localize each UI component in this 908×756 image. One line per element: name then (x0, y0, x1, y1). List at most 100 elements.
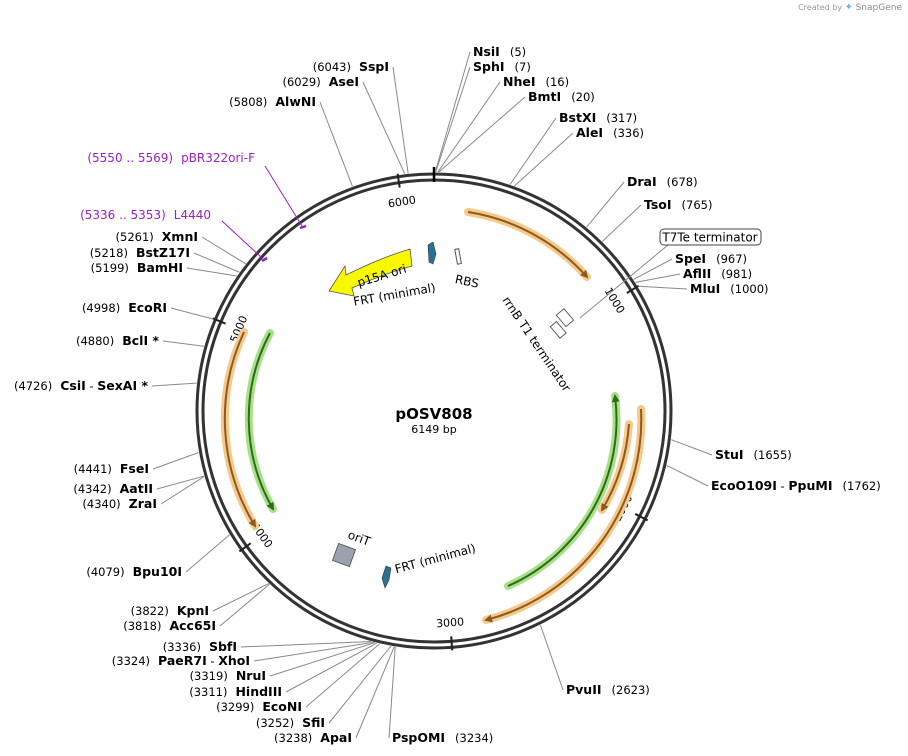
site-pspomi[interactable]: PspOMI(3234) (392, 730, 493, 745)
site-position: (5218) (90, 246, 128, 260)
site-aflii[interactable]: AflII(981) (683, 266, 752, 281)
site-name: KpnI (177, 603, 209, 618)
leader-sphi (435, 66, 471, 173)
site-bamhi[interactable]: (5199)BamHI (91, 260, 183, 275)
site-acc65i[interactable]: (3818)Acc65I (123, 618, 216, 633)
leader-stui (671, 439, 713, 456)
site-bpu10i[interactable]: (4079)Bpu10I (86, 564, 182, 579)
site-position: (4880) (76, 334, 114, 348)
site-position: (5261) (116, 230, 154, 244)
svg-text:BstXI(317): BstXI(317) (559, 110, 637, 125)
leader-hindiii (285, 642, 378, 693)
leader-sfii (328, 645, 392, 724)
site-paer7i[interactable]: (3324)PaeR7I - XhoI (112, 653, 250, 668)
feature-right-green-glow (504, 392, 621, 590)
site-sbfi[interactable]: (3336)SbfI (163, 639, 237, 654)
site-xmni[interactable]: (5261)XmnI (116, 229, 198, 244)
site-csii[interactable]: (4726)CsiI - SexAI * (14, 378, 149, 393)
leader-eco109i (666, 464, 709, 487)
site-nhei[interactable]: NheI(16) (503, 74, 569, 89)
site-drai[interactable]: DraI(678) (627, 174, 698, 189)
site-name: FseI (120, 461, 149, 476)
feature-top-right-arrow (467, 211, 589, 279)
svg-text:NsiI(5): NsiI(5) (473, 44, 526, 59)
primer-pbr322ori-f[interactable]: (5550 .. 5569)pBR322ori-F (87, 151, 255, 165)
site-sphi[interactable]: SphI(7) (473, 59, 531, 74)
site-position: (678) (667, 175, 698, 189)
site-stui[interactable]: StuI(1655) (715, 447, 792, 462)
site-tsoi[interactable]: TsoI(765) (644, 197, 712, 212)
site-bstz17i[interactable]: (5218) BstZ17I (90, 245, 190, 260)
site-fsei[interactable]: (4441)FseI (74, 461, 149, 476)
snapgene-logo-icon: ✦ (844, 2, 854, 13)
site-bstxi[interactable]: BstXI(317) (559, 110, 637, 125)
site-name: Acc65I (169, 618, 216, 633)
site-alwni[interactable]: (5808)AlwNI (229, 94, 316, 109)
svg-text:BmtI(20): BmtI(20) (528, 89, 595, 104)
leader-bcli (162, 340, 204, 347)
svg-text:(5550 .. 5569)pBR322ori-F: (5550 .. 5569)pBR322ori-F (87, 151, 255, 165)
tick-mark-2000 (634, 513, 649, 522)
site-mlui[interactable]: MluI(1000) (690, 281, 769, 296)
t7te-leader-line (579, 244, 669, 319)
tick-mark-5000 (212, 317, 226, 325)
site-labels: NsiI(5)SphI(7)NheI(16)BmtI(20) BstXI(317)… (14, 44, 881, 745)
site-zrai[interactable]: (4340)ZraI (82, 496, 157, 511)
site-apai[interactable]: (3238)ApaI (274, 730, 352, 745)
svg-text:(5218)BstZ17I: (5218) BstZ17I (90, 245, 190, 260)
leader-pspomi (388, 646, 396, 739)
feature-bottom-right-outer-arrow (484, 408, 643, 623)
site-name: NheI (503, 74, 536, 89)
svg-text:SpeI(967): SpeI(967) (675, 251, 747, 266)
site-spei[interactable]: SpeI(967) (675, 251, 747, 266)
leader-alei (514, 132, 574, 187)
site-econi[interactable]: (3299)EcoNI (216, 699, 302, 714)
site-sspi[interactable]: (6043)SspI (313, 59, 389, 74)
site-name: PpuMI (788, 478, 832, 493)
svg-text:(5808)AlwNI: (5808)AlwNI (229, 94, 316, 109)
leader-apai (355, 646, 395, 739)
svg-text:(6043)SspI: (6043)SspI (313, 59, 389, 74)
site-ecori[interactable]: (4998)EcoRI (82, 300, 167, 315)
leader-mlui (637, 285, 688, 290)
t7te-terminator-box (659, 228, 762, 246)
site-name: BstZ17I (136, 245, 190, 260)
svg-text:AleI(336): AleI(336) (576, 125, 644, 140)
site-name: AflII (683, 266, 711, 281)
site-aatii[interactable]: (4342)AatII (73, 481, 153, 496)
site-name: BclI * (122, 333, 159, 348)
site-hindiii[interactable]: (3311)HindIII (189, 684, 282, 699)
svg-text:(3336)SbfI: (3336)SbfI (163, 639, 237, 654)
site-pvuii[interactable]: PvuII(2623) (566, 682, 650, 697)
site-bcli[interactable]: (4880) BclI * (76, 333, 159, 348)
site-sfii[interactable]: (3252)SfiI (256, 715, 325, 730)
site-position: (5808) (229, 95, 267, 109)
site-kpni[interactable]: (3822) KpnI (131, 603, 209, 618)
site-asei[interactable]: (6029)AseI (283, 74, 360, 89)
frt-bottom-icon (381, 565, 392, 589)
leader-bmti (438, 96, 526, 173)
feature-left-green-arrow (247, 332, 274, 511)
svg-text:(5336 .. 5353)L4440: (5336 .. 5353)L4440 (80, 208, 211, 222)
svg-text:(4342)AatII: (4342)AatII (73, 481, 153, 496)
site-alei[interactable]: AleI(336) (576, 125, 644, 140)
site-eco109i[interactable]: EcoO109I - PpuMI(1762) (711, 478, 881, 493)
svg-text:(4340)ZraI: (4340)ZraI (82, 496, 157, 511)
site-name: XhoI (218, 653, 250, 668)
site-bmti[interactable]: BmtI(20) (528, 89, 595, 104)
site-position: (3324) (112, 654, 150, 668)
l4440-leader (221, 220, 263, 259)
svg-text:(5261)XmnI: (5261)XmnI (116, 229, 198, 244)
feature-left-orange-arrow (223, 331, 257, 528)
primer-l4440[interactable]: (5336 .. 5353)L4440 (80, 208, 211, 222)
site-position: (4340) (82, 497, 120, 511)
leader-aflii (635, 273, 681, 283)
pbr322ori-f-leader (264, 165, 303, 227)
site-position: (3822) (131, 604, 169, 618)
svg-text:NheI(16): NheI(16) (503, 74, 569, 89)
leader-bstz17i (193, 252, 240, 273)
tick-mark-4000 (238, 542, 252, 553)
site-name: SspI (359, 59, 389, 74)
site-nrui[interactable]: (3319)NruI (190, 668, 266, 683)
site-nsii[interactable]: NsiI(5) (473, 44, 526, 59)
